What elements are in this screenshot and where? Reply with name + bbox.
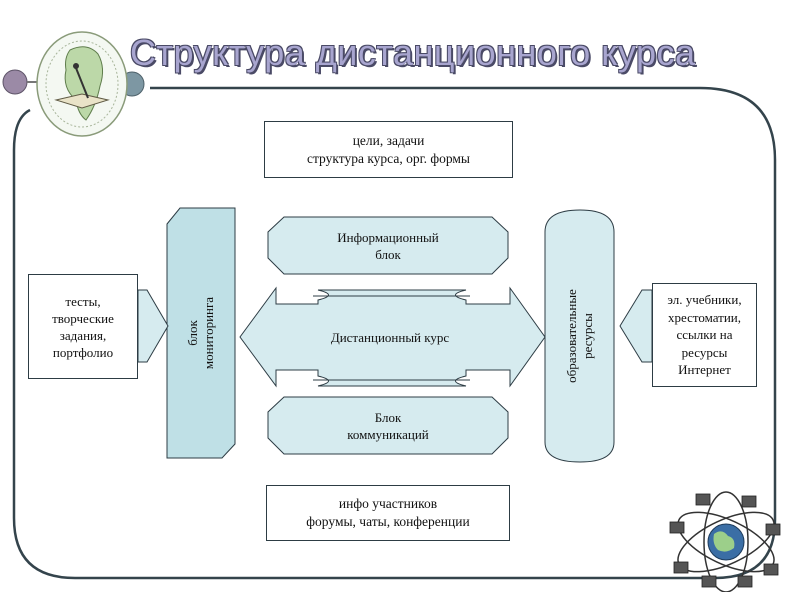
resources-block-shape (544, 209, 615, 463)
page-title: Структура дистанционного курса (130, 32, 696, 73)
textbooks-line-3: ссылки на (676, 327, 733, 343)
goals-line-2: структура курса, орг. формы (306, 150, 471, 166)
center-arrow-shape (239, 286, 546, 388)
textbooks-line-2: хрестоматии, (667, 309, 742, 325)
comm-block-shape (267, 396, 509, 455)
monitoring-label: блок мониторинга (167, 208, 235, 458)
tests-line-1: тесты, (65, 293, 101, 309)
info-block-line-1: Информационный (337, 229, 439, 245)
textbooks-line-5: Интернет (678, 362, 731, 378)
center-label: Дистанционный курс (300, 304, 480, 370)
tests-box: тесты, творческие задания, портфолио (28, 274, 138, 379)
goals-box: цели, задачи структура курса, орг. формы (264, 121, 513, 178)
tests-line-3: задания, (59, 327, 107, 343)
right-feed-arrow (619, 289, 653, 363)
emblem-logo (36, 31, 128, 137)
monitoring-line-1: блок (185, 320, 200, 346)
info-block-shape (267, 216, 509, 275)
monitoring-line-2: мониторинга (201, 296, 216, 370)
tests-line-4: портфолио (52, 344, 114, 360)
comm-block-label: Блок коммуникаций (268, 397, 508, 454)
resources-line-1: образовательные (563, 289, 579, 383)
textbooks-line-1: эл. учебники, (667, 292, 742, 308)
participants-line-1: инфо участников (338, 496, 438, 511)
comm-block-line-2: коммуникаций (347, 426, 429, 442)
info-block-label: Информационный блок (268, 217, 508, 274)
frame-outline (12, 86, 777, 580)
resources-label: образовательные ресурсы (545, 210, 614, 462)
textbooks-line-4: ресурсы (681, 344, 728, 360)
network-globe-icon (669, 491, 781, 592)
goals-line-1: цели, задачи (352, 132, 425, 148)
info-block-line-2: блок (375, 246, 401, 262)
participants-box: инфо участников форумы, чаты, конференци… (266, 485, 510, 541)
center-label-text: Дистанционный курс (330, 329, 450, 345)
participants-line-2: форумы, чаты, конференции (306, 514, 470, 529)
resources-line-2: ресурсы (579, 313, 595, 359)
monitoring-block-shape (166, 207, 236, 459)
comm-block-line-1: Блок (374, 409, 402, 425)
textbooks-box: эл. учебники, хрестоматии, ссылки на рес… (652, 283, 757, 387)
monitoring-text: блок мониторинга (185, 297, 217, 369)
tests-line-2: творческие (52, 310, 114, 326)
resources-text: образовательные ресурсы (564, 289, 596, 383)
